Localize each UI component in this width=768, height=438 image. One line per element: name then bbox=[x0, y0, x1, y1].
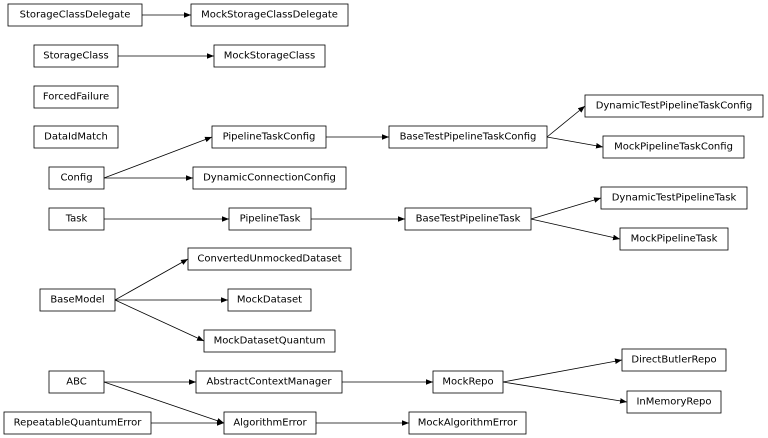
node-data-id-match: DataIdMatch bbox=[33, 125, 119, 149]
node-label: Task bbox=[65, 214, 88, 225]
node-config: Config bbox=[48, 166, 105, 190]
node-label: MockStorageClassDelegate bbox=[201, 10, 338, 21]
node-label: MockPipelineTaskConfig bbox=[614, 142, 733, 153]
node-label: DynamicTestPipelineTaskConfig bbox=[596, 101, 753, 112]
node-label: ConvertedUnmockedDataset bbox=[197, 254, 341, 265]
node-dynamic-test-pipeline-task-config: DynamicTestPipelineTaskConfig bbox=[584, 94, 764, 118]
node-converted-unmocked-dataset: ConvertedUnmockedDataset bbox=[187, 247, 352, 271]
edge-base-test-pipeline-task-config-to-dynamic-test-pipeline-task-config bbox=[546, 105, 586, 138]
node-label: RepeatableQuantumError bbox=[14, 418, 143, 429]
node-base-test-pipeline-task: BaseTestPipelineTask bbox=[404, 207, 532, 231]
edge-base-test-pipeline-task-to-dynamic-test-pipeline-task bbox=[530, 197, 602, 220]
edge-mock-repo-to-direct-butler-repo bbox=[502, 358, 623, 383]
node-in-memory-repo: InMemoryRepo bbox=[626, 390, 722, 414]
node-label: MockPipelineTask bbox=[631, 234, 718, 245]
node-label: BaseModel bbox=[50, 295, 104, 306]
node-algorithm-error: AlgorithmError bbox=[223, 411, 317, 435]
edge-base-test-pipeline-task-to-mock-pipeline-task bbox=[530, 218, 621, 241]
node-label: ForcedFailure bbox=[43, 92, 109, 103]
node-base-test-pipeline-task-config: BaseTestPipelineTaskConfig bbox=[388, 125, 548, 149]
node-base-model: BaseModel bbox=[39, 288, 116, 312]
node-mock-pipeline-task-config: MockPipelineTaskConfig bbox=[602, 135, 745, 159]
edge-mock-repo-to-in-memory-repo bbox=[502, 381, 628, 404]
node-label: StorageClassDelegate bbox=[20, 10, 131, 21]
edge-config-to-pipeline-task-config bbox=[103, 136, 213, 179]
node-label: MockAlgorithmError bbox=[418, 418, 518, 429]
node-label: DynamicTestPipelineTask bbox=[612, 193, 737, 204]
node-pipeline-task: PipelineTask bbox=[228, 207, 312, 231]
node-label: ABC bbox=[66, 377, 87, 388]
node-label: DataIdMatch bbox=[44, 132, 108, 143]
node-label: MockStorageClass bbox=[224, 51, 315, 62]
node-label: AlgorithmError bbox=[233, 418, 307, 429]
node-storage-class: StorageClass bbox=[33, 44, 119, 68]
node-storage-class-delegate: StorageClassDelegate bbox=[7, 3, 143, 27]
node-label: PipelineTaskConfig bbox=[223, 132, 316, 143]
node-label: BaseTestPipelineTaskConfig bbox=[400, 132, 537, 143]
edge-base-model-to-mock-dataset-quantum bbox=[114, 299, 205, 342]
node-mock-dataset: MockDataset bbox=[227, 288, 312, 312]
edges-layer bbox=[103, 12, 628, 426]
node-pipeline-task-config: PipelineTaskConfig bbox=[211, 125, 327, 149]
nodes-layer: StorageClassDelegate MockStorageClassDel… bbox=[3, 3, 764, 435]
node-label: MockRepo bbox=[442, 377, 493, 388]
node-label: PipelineTask bbox=[240, 214, 301, 225]
node-forced-failure: ForcedFailure bbox=[33, 85, 119, 109]
node-mock-dataset-quantum: MockDatasetQuantum bbox=[203, 329, 336, 353]
node-label: Config bbox=[60, 173, 92, 184]
node-abstract-context-manager: AbstractContextManager bbox=[195, 370, 343, 394]
node-label: DirectButlerRepo bbox=[631, 355, 716, 366]
node-task: Task bbox=[48, 207, 105, 231]
node-label: MockDatasetQuantum bbox=[214, 336, 326, 347]
edge-base-test-pipeline-task-config-to-mock-pipeline-task-config bbox=[546, 136, 604, 149]
node-label: AbstractContextManager bbox=[207, 377, 333, 388]
node-abc: ABC bbox=[48, 370, 105, 394]
node-mock-storage-class-delegate: MockStorageClassDelegate bbox=[190, 3, 349, 27]
node-label: StorageClass bbox=[43, 51, 108, 62]
node-mock-repo: MockRepo bbox=[432, 370, 504, 394]
node-label: BaseTestPipelineTask bbox=[416, 214, 521, 225]
edge-base-model-to-converted-unmocked-dataset bbox=[114, 258, 189, 301]
node-label: MockDataset bbox=[237, 295, 302, 306]
node-dynamic-test-pipeline-task: DynamicTestPipelineTask bbox=[600, 186, 748, 210]
node-mock-algorithm-error: MockAlgorithmError bbox=[408, 411, 527, 435]
node-direct-butler-repo: DirectButlerRepo bbox=[621, 348, 727, 372]
node-mock-storage-class: MockStorageClass bbox=[213, 44, 326, 68]
node-label: DynamicConnectionConfig bbox=[203, 173, 336, 184]
node-label: InMemoryRepo bbox=[636, 397, 711, 408]
node-mock-pipeline-task: MockPipelineTask bbox=[619, 227, 729, 251]
node-dynamic-connection-config: DynamicConnectionConfig bbox=[192, 166, 347, 190]
edge-abc-to-algorithm-error bbox=[103, 381, 225, 424]
node-repeatable-quantum-error: RepeatableQuantumError bbox=[3, 411, 152, 435]
